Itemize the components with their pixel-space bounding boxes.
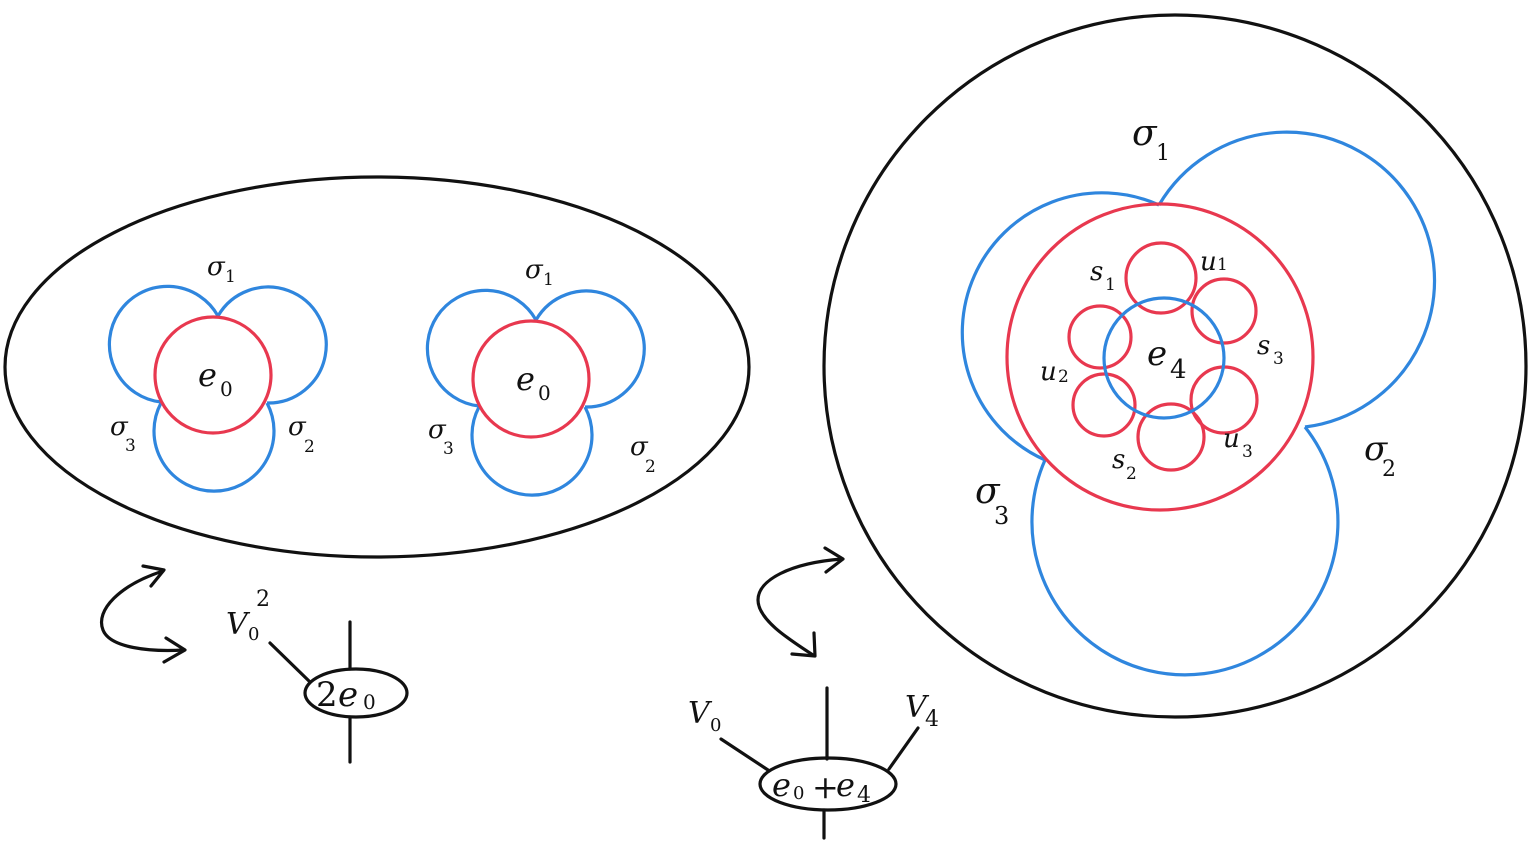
petal-u1-s3 [1190,277,1258,345]
petal-u3-s2-bottom [1136,402,1206,472]
petal-label-s3: s [1257,331,1270,361]
blue-loop-sigma1-right [534,289,646,409]
center-label-sub: 0 [220,377,233,401]
petal-label-u1-sub: 1 [1217,255,1228,275]
petal-label-s1: s [1090,257,1103,287]
blue-loop-sigma3 [470,406,594,497]
node-sub: 0 [363,690,376,714]
leg-label-sub: 0 [248,624,259,645]
red-circle-e0 [153,315,273,435]
node-a-sub: 0 [793,783,804,804]
red-outer-circle [1005,202,1315,512]
leg-v0-label-sub: 0 [710,715,721,736]
blue-loop-sigma1-left [960,191,1160,462]
left-double-arrow [100,564,187,664]
right-double-arrow [756,546,845,658]
leg-v4-label-sub: 4 [925,707,939,732]
node-a-base: e [772,766,791,804]
arrow-curve [100,569,186,653]
sigma3-sub: 3 [125,436,136,456]
sigma2-sub: 2 [1382,457,1396,482]
node-b-sub: 4 [857,783,871,808]
center-label-base: e [516,360,535,398]
petal-label-s2-sub: 2 [1126,464,1137,484]
blue-loop-sigma3 [152,402,276,493]
left-vertex: 2 e 0 V 0 2 [226,587,409,764]
arrow-curve [756,557,844,657]
node-op: + [812,768,839,806]
sigma2-label: σ [1364,429,1388,469]
sigma1-label: σ [525,255,544,285]
sigma3-label: σ [975,471,1001,512]
arrow-head-top-icon [141,564,166,588]
sigma1-sub: 1 [543,270,554,290]
arrow-head-bottom-icon [790,631,817,658]
left-diagram-2: e 0 σ 1 σ 2 σ 3 [425,255,656,497]
sigma2-label: σ [288,412,307,442]
arrow-head-top-icon [823,546,845,574]
leg-label-sup: 2 [256,587,270,612]
node-b-base: e [836,766,855,804]
petal-label-s2: s [1112,445,1125,475]
sigma1-label: σ [207,252,226,282]
blue-inner-circle [1102,296,1226,420]
node-coef: 2 [316,675,338,715]
node-base: e [338,675,358,715]
leg-v0 [268,641,311,683]
petal-label-u2-sub: 2 [1058,367,1069,387]
blue-loop-sigma1-right [216,285,328,405]
petal-label-u3-sub: 3 [1242,442,1253,462]
sigma1-label: σ [1132,113,1158,154]
blue-loop-sigma3 [1030,426,1340,677]
petal-label-u1: u [1200,247,1217,277]
right-diagram: e 4 σ 1 σ 2 σ 3 s 1 u 1 s 3 u 3 s 2 u 2 [960,113,1437,677]
blue-loop-sigma1-left [107,284,220,404]
petal-u2-s1 [1067,304,1133,370]
vertex-node-ellipse [758,756,898,812]
sigma2-label: σ [630,432,649,462]
sigma2-sub: 2 [304,437,315,457]
sigma3-label: σ [428,415,447,445]
sigma1-sub: 1 [225,267,236,287]
sigma3-sub: 3 [994,502,1009,530]
sigma1-sub: 1 [1156,141,1170,166]
sigma3-sub: 3 [443,439,454,459]
center-label-base: e [1147,334,1167,374]
sigma2-sub: 2 [645,457,656,477]
leg-label-base: V [226,607,251,642]
left-diagram-1: e 0 σ 1 σ 2 σ 3 [107,252,328,493]
petal-label-u2: u [1040,357,1057,387]
leg-v0 [719,737,770,772]
petal-s1-u1-top [1124,241,1198,315]
arrow-head-bottom-icon [162,636,187,664]
petal-label-s1-sub: 1 [1105,275,1116,295]
leg-v0-label-base: V [688,696,713,731]
petal-label-u3: u [1223,424,1240,454]
left-boundary-ellipse [3,175,751,559]
red-circle-e0 [471,319,591,439]
sigma3-label: σ [110,412,129,442]
center-label-sub: 4 [1170,355,1187,385]
leg-v4 [887,726,920,771]
right-vertex: e 0 + e 4 V 0 V 4 [688,686,939,840]
blue-loop-sigma1-left [425,288,538,408]
petal-s2-u2 [1071,372,1137,438]
petal-label-s3-sub: 3 [1273,349,1284,369]
vertex-node-ellipse [303,667,409,719]
center-label-base: e [198,356,217,394]
leg-v4-label-base: V [905,690,930,725]
right-boundary-circle [822,13,1528,719]
blue-loop-sigma1-right [1157,130,1437,429]
center-label-sub: 0 [538,381,551,405]
